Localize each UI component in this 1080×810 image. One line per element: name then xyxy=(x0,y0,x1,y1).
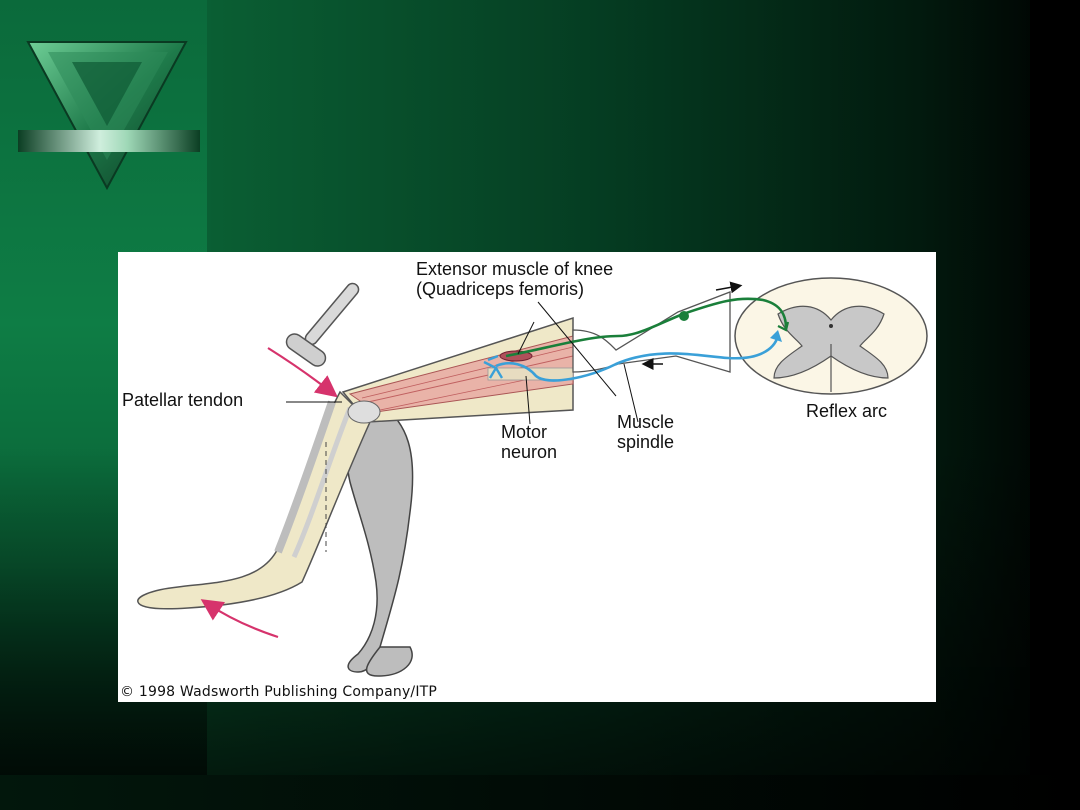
reflex-hammer-icon xyxy=(285,282,360,367)
triangle-logo-icon xyxy=(18,41,200,190)
copyright-credit: © 1998 Wadsworth Publishing Company/ITP xyxy=(120,684,438,700)
right-edge xyxy=(1030,0,1080,810)
motor-neuron xyxy=(495,335,780,382)
label-reflex-arc: Reflex arc xyxy=(806,401,888,421)
knee-jerk-illustration xyxy=(137,277,928,677)
bottom-edge xyxy=(0,775,1080,810)
gray-leg xyxy=(346,401,414,673)
label-patellar-tendon: Patellar tendon xyxy=(122,390,244,410)
label-neuron: neuron xyxy=(501,442,558,462)
hammer-swing-arrow xyxy=(267,347,338,398)
label-motor: Motor xyxy=(501,422,548,442)
label-extensor-muscle: Extensor muscle of knee xyxy=(416,259,614,279)
spinal-cord-section xyxy=(734,277,928,395)
leg-kick-arrow xyxy=(200,599,279,639)
label-spindle: spindle xyxy=(617,432,675,452)
label-muscle: Muscle xyxy=(617,412,675,432)
label-quadriceps: (Quadriceps femoris) xyxy=(416,279,585,299)
nerve-bundle xyxy=(572,291,731,373)
lower-leg xyxy=(137,390,371,610)
reflex-arc-figure: Extensor muscle of knee (Quadriceps femo… xyxy=(118,252,936,702)
